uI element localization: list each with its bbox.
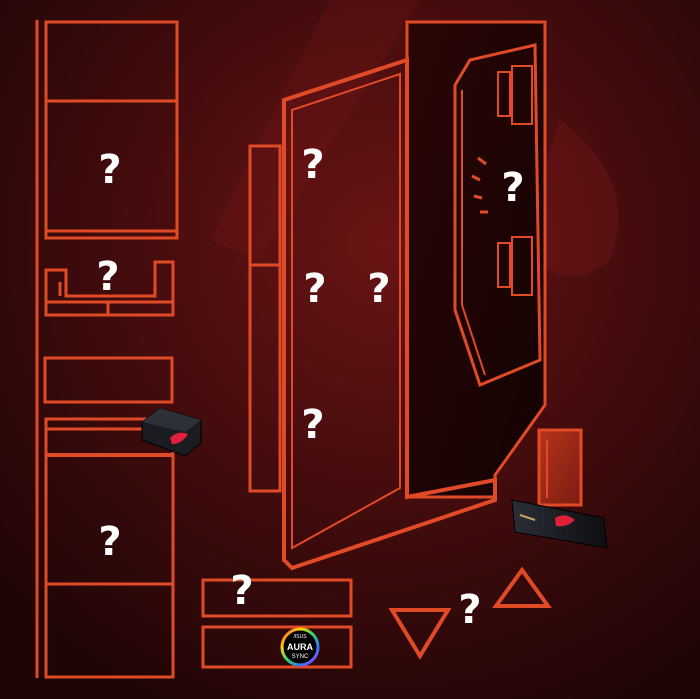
slot-case-middle-right[interactable]: ? [367, 266, 390, 312]
aura-title: AURA [287, 642, 313, 652]
slot-tower-upper-compartment[interactable]: ? [98, 147, 121, 193]
cooler-bracket-outline [44, 260, 175, 317]
slot-case-side-fans[interactable]: ? [501, 165, 524, 211]
slot-rgb-triangles[interactable]: ? [458, 587, 481, 633]
question-mark-icon: ? [98, 147, 121, 193]
question-mark-icon: ? [301, 402, 324, 448]
question-mark-icon: ? [458, 587, 481, 633]
phone-accent [519, 514, 536, 521]
slot-power-supply-bay[interactable]: ? [98, 519, 121, 565]
triangle-down [388, 608, 452, 660]
aura-subtitle: SYNC [292, 654, 309, 660]
aura-sync-logo[interactable]: /ISUS AURA SYNC [280, 627, 320, 667]
question-mark-icon: ? [98, 519, 121, 565]
question-mark-icon: ? [367, 266, 390, 312]
tower-left [35, 20, 179, 679]
slot-case-top-panel[interactable]: ? [301, 142, 324, 188]
question-mark-icon: ? [501, 165, 524, 211]
gaming-psu[interactable] [141, 407, 202, 457]
slot-cooler-bracket[interactable]: ? [96, 254, 119, 300]
gaming-phone[interactable] [511, 499, 608, 549]
pc-case [248, 20, 547, 571]
psu-top [142, 408, 201, 432]
question-mark-icon: ? [301, 142, 324, 188]
phone-rog-logo [555, 515, 575, 527]
question-mark-icon: ? [96, 254, 119, 300]
slot-case-middle-left[interactable]: ? [303, 266, 326, 312]
question-mark-icon: ? [230, 568, 253, 614]
phone-stand-panel [537, 428, 583, 507]
triangle-up [492, 566, 552, 608]
background-smoke [210, 0, 420, 260]
aura-ring [280, 627, 320, 667]
aura-brand: /ISUS [293, 634, 307, 640]
slot-bottom-tray[interactable]: ? [230, 568, 253, 614]
psu-rog-logo [170, 432, 188, 444]
bottom-tray-outline [201, 578, 353, 669]
slot-case-lower-panel[interactable]: ? [301, 402, 324, 448]
question-mark-icon: ? [303, 266, 326, 312]
